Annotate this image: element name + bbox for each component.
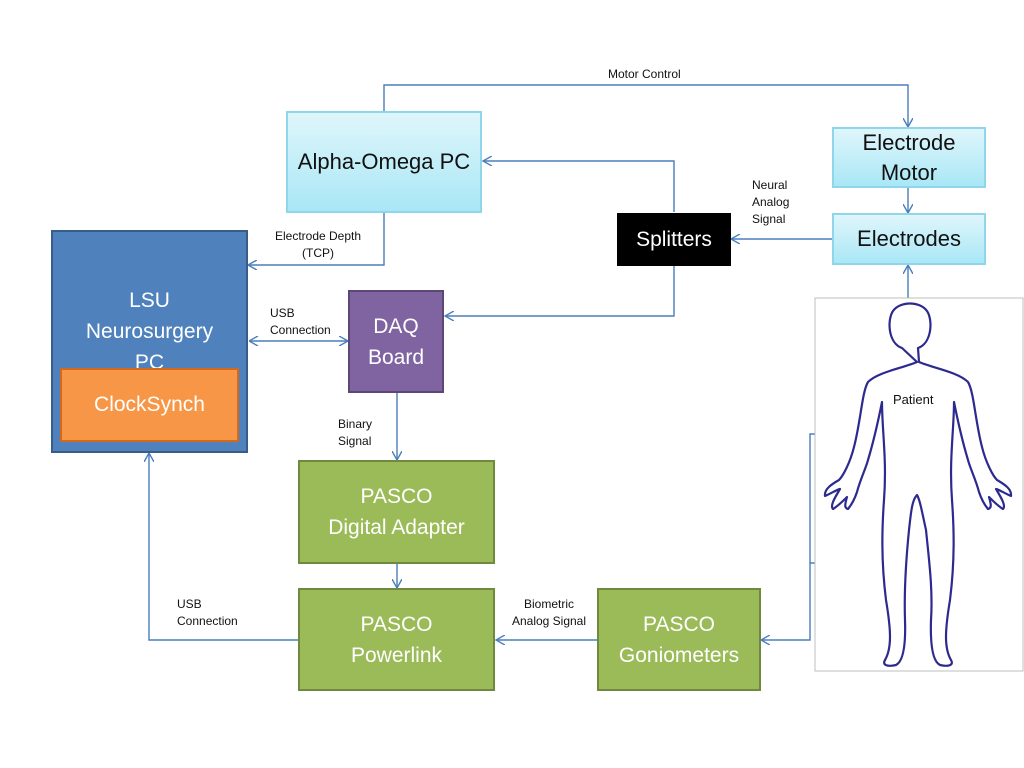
label-binary-signal: Binary Signal — [338, 417, 373, 448]
label-neural-analog-signal: Neural Analog Signal — [752, 178, 790, 226]
patient-label: Patient — [893, 392, 934, 407]
wire-electrode-depth — [249, 213, 385, 265]
label-electrode-depth: Electrode Depth (TCP) — [274, 229, 362, 260]
lsu-neurosurgery-pc-label: LSU Neurosurgery PC — [85, 289, 214, 374]
daq-board-node: DAQ Board — [348, 290, 444, 393]
pasco-digital-adapter-node: PASCO Digital Adapter — [298, 460, 495, 564]
wire-splitters-to-alpha-omega — [484, 161, 675, 212]
wire-usb-powerlink — [149, 454, 298, 641]
pasco-powerlink-node: PASCO Powerlink — [298, 588, 495, 691]
alpha-omega-pc-node: Alpha-Omega PC — [286, 111, 482, 213]
wire-splitters-to-daq — [446, 266, 675, 316]
patient-body-outline — [823, 302, 1013, 667]
label-motor-control: Motor Control — [608, 67, 681, 81]
label-biometric-analog-signal: Biometric Analog Signal — [511, 597, 587, 628]
label-usb-connection-powerlink: USB Connection — [177, 597, 238, 628]
label-usb-connection-daq: USB Connection — [270, 306, 331, 337]
wire-motor-control — [383, 84, 908, 126]
electrode-motor-node: Electrode Motor — [832, 127, 986, 188]
clocksynch-node: ClockSynch — [60, 368, 239, 442]
electrodes-node: Electrodes — [832, 213, 986, 265]
splitters-node: Splitters — [617, 213, 731, 266]
pasco-goniometers-node: PASCO Goniometers — [597, 588, 761, 691]
